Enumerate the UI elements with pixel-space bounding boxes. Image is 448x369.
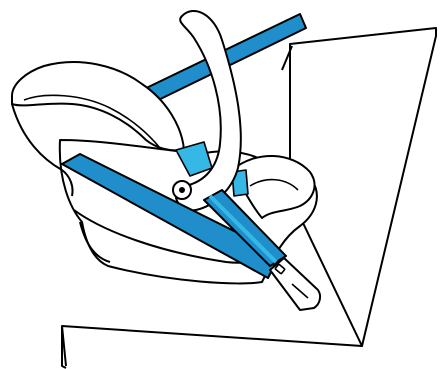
canopy (12, 62, 184, 150)
handle-pivot-center (179, 187, 185, 193)
